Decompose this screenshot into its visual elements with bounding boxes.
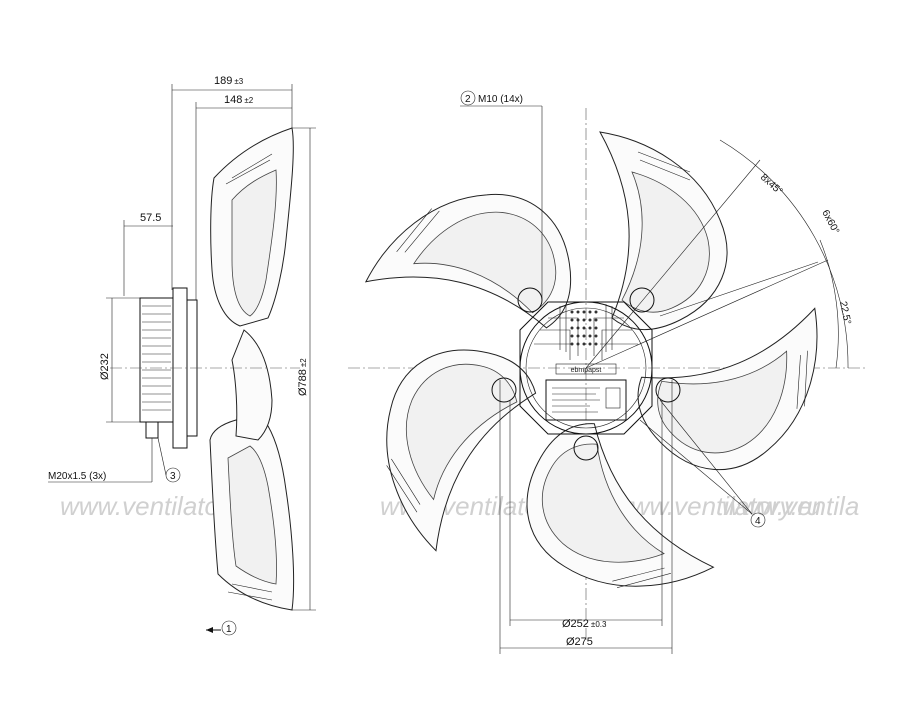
motor-body	[139, 297, 174, 423]
side-blade-middle	[231, 329, 273, 441]
impeller-blades	[364, 131, 818, 588]
dim-motor-diameter: Ø232	[99, 353, 111, 380]
brand-label: ebmpapst	[571, 367, 602, 374]
angle-3-label: 22.5°	[837, 300, 853, 325]
leader-line	[157, 437, 167, 476]
callout-3: 3	[170, 471, 176, 482]
motor-fins	[142, 305, 171, 411]
blade	[637, 307, 818, 471]
rating-plate	[545, 379, 627, 421]
dim-overall-depth: 189±3	[214, 75, 244, 87]
callout-4-circle	[750, 512, 766, 528]
mount-bosses	[491, 287, 681, 461]
leader-line	[639, 419, 753, 515]
angle-2-label: 6x60°	[819, 208, 841, 236]
angle-arc-inner	[819, 239, 839, 369]
callout-2: 2	[465, 94, 471, 105]
dim-bolt-circle: Ø252±0.3	[562, 618, 607, 630]
dim-blade-depth: 148±2	[224, 94, 254, 106]
side-blade-lower-inner	[227, 445, 277, 585]
angle-1-label: 8x45°	[758, 172, 784, 197]
callout-1: 1	[226, 624, 232, 635]
dim-motor-offset: 57.5	[140, 212, 161, 224]
callout-2-circle	[460, 90, 476, 106]
watermark-text: www.ventila	[722, 491, 859, 521]
side-view: 189±3 148±2 57.5 Ø232 Ø788±2 M20x1.5 (3x…	[48, 75, 316, 636]
blade	[364, 193, 572, 329]
callout-4: 4	[755, 516, 761, 527]
brand-strip	[555, 363, 617, 375]
hub-channels	[534, 304, 638, 360]
watermark-text: www.ventilatory.ru	[612, 491, 821, 521]
angle-ray	[585, 159, 761, 369]
blade-stripe	[227, 583, 273, 601]
bolt-circle	[525, 307, 647, 429]
angle-ray	[659, 261, 819, 317]
watermark: www.ventilatory.ru www.ventilatory.ru ww…	[60, 491, 859, 521]
hub-circle	[519, 301, 653, 435]
leader-line	[659, 399, 753, 515]
blade	[599, 131, 728, 330]
callout-1-circle	[221, 620, 237, 636]
angle-ray	[585, 259, 829, 369]
side-blade-upper-inner	[231, 169, 277, 317]
angle-arc-outer	[719, 139, 849, 369]
dim-hub-diameter: Ø275	[566, 636, 593, 648]
front-view: ebmpapst 2 M10 (14x) 8x45° 6x60° 22.5°	[348, 90, 866, 654]
rating-plate-lines	[552, 387, 621, 413]
hub-pins	[570, 310, 598, 346]
cable-gland	[145, 421, 159, 439]
dim-fan-diameter: Ø788±2	[297, 358, 309, 396]
mounting-thread-label: M10 (14x)	[478, 94, 523, 105]
cable-gland-label: M20x1.5 (3x)	[48, 471, 106, 482]
blade-stripe	[225, 153, 273, 185]
blade	[526, 423, 715, 588]
arrow-head	[206, 627, 213, 633]
